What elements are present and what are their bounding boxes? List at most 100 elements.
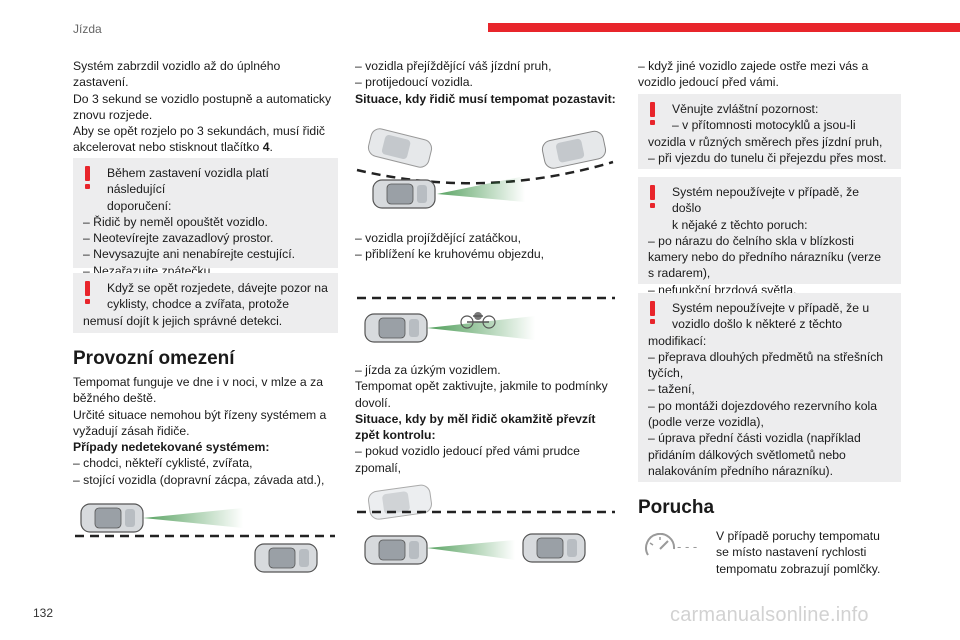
car-top-view-icon (522, 533, 586, 563)
text-line: vozidla v různých směrech přes jízdní pr… (648, 134, 883, 149)
cruise-control-fault-icon: - - - (645, 533, 697, 556)
text-line: – vozidla přejíždějící váš jízdní pruh, (355, 59, 552, 73)
text-line: – po montáži dojezdového rezervního kola (648, 398, 877, 413)
text-line: cyklisty, chodce a zvířata, protože (107, 297, 289, 312)
text-fragment: akcelerovat nebo stisknout tlačítko (73, 140, 263, 155)
col1-limits-body: Tempomat funguje ve dne i v noci, v mlze… (73, 374, 343, 488)
text-line: – úprava přední části vozidla (například (648, 431, 861, 446)
text-line: – protijedoucí vozidla. (355, 75, 473, 90)
text-line: přidáním dálkových světlometů nebo (648, 447, 846, 462)
warning-box-modifications: Systém nepoužívejte v případě, že u vozi… (638, 293, 901, 482)
text-line: s radarem), (648, 266, 711, 281)
lane-marking (356, 160, 614, 185)
text-line: dovolí. (355, 395, 391, 410)
text-line: Systém nepoužívejte v případě, že u (672, 301, 870, 315)
col2-top: – vozidla přejíždějící váš jízdní pruh, … (355, 58, 620, 107)
car-top-view-icon (80, 503, 144, 533)
text-line: (podle verze vozidla), (648, 415, 764, 430)
warning-box-restart: Když se opět rozjedete, dávejte pozor na… (73, 273, 338, 333)
text-line: – pokud vozidlo jedoucí před vámi prudce (355, 444, 580, 459)
speed-placeholder-dashes: - - - (677, 539, 697, 554)
text-line: – Řidič by neměl opouštět vozidlo. (83, 214, 268, 229)
text-line: Situace, kdy by měl řidič okamžitě převz… (355, 411, 596, 426)
warning-exclamation-icon (649, 185, 657, 209)
radar-beam (427, 316, 535, 340)
illustration-sudden-braking (357, 484, 615, 565)
warning-exclamation-icon (84, 281, 92, 305)
section-heading-limits: Provozní omezení (73, 348, 235, 369)
text-line: Tempomat opět zaktivujte, jakmile to pod… (355, 379, 608, 394)
text-line: – přiblížení ke kruhovému objezdu, (355, 247, 545, 262)
text-line: V případě poruchy tempomatu (716, 529, 880, 543)
text-line: zpomalí, (355, 460, 402, 475)
illustration-curve (356, 128, 614, 209)
warning-box-attention: Věnujte zvláštní pozornost: – v přítomno… (638, 94, 901, 169)
text-line: Případy nedetekované systémem: (73, 440, 270, 455)
text-line: – stojící vozidla (dopravní zácpa, závad… (73, 472, 325, 487)
car-top-view-icon (372, 179, 436, 209)
col3-fault-text: V případě poruchy tempomatu se místo nas… (716, 528, 906, 577)
text-line: – Nevysazujte ani nenabírejte cestující. (83, 247, 296, 262)
text-line: Systém zabrzdil vozidlo až do úplného (73, 59, 281, 73)
page-number: 132 (33, 606, 54, 620)
text-line: akcelerovat nebo stisknout tlačítko 4. (73, 139, 338, 155)
text-line: Tempomat funguje ve dne i v noci, v mlze… (73, 375, 323, 389)
text-line: – v přítomnosti motocyklů a jsou-li (672, 118, 856, 133)
text-line: běžného deště. (73, 391, 157, 406)
car-top-view-icon (254, 543, 318, 573)
text-line: tyčích, (648, 366, 684, 381)
text-line: Situace, kdy řidič musí tempomat pozasta… (355, 91, 616, 106)
text-line: – při vjezdu do tunelu či přejezdu přes … (648, 150, 887, 165)
text-line: – po nárazu do čelního skla v blízkosti (648, 233, 854, 248)
text-line: – chodci, někteří cyklisté, zvířata, (73, 456, 253, 471)
illustration-stationary-vehicle (75, 503, 335, 573)
radar-beam (143, 508, 243, 528)
warning-exclamation-icon (649, 102, 657, 126)
warning-exclamation-icon (649, 301, 657, 325)
header-accent-bar (488, 23, 960, 32)
radar-beam (437, 176, 525, 202)
header-section-title: Jízda (73, 22, 102, 36)
col3-top: – když jiné vozidlo zajede ostře mezi vá… (638, 58, 903, 91)
text-line: – tažení, (648, 382, 695, 397)
text-line: vyžadují zásah řidiče. (73, 423, 190, 438)
car-top-view-icon (541, 130, 607, 169)
col1-intro: Systém zabrzdil vozidlo až do úplného za… (73, 58, 338, 156)
radar-beam (427, 540, 515, 560)
text-line: vozidlo jedoucí před vámi. (638, 75, 779, 90)
warning-exclamation-icon (84, 166, 92, 190)
button-number: 4 (262, 140, 270, 155)
text-line: doporučení: (107, 198, 172, 213)
warning-box-stop: Během zastavení vozidla platí následujíc… (73, 158, 338, 278)
text-fragment: . (269, 140, 273, 155)
text-line: tempomatu zobrazují pomlčky. (716, 561, 881, 576)
text-line: Systém nepoužívejte v případě, že došlo (672, 185, 859, 216)
section-heading-fault: Porucha (638, 497, 715, 518)
text-line: zastavení. (73, 75, 129, 90)
text-line: znovu rozjede. (73, 107, 153, 122)
text-line: k nějaké z těchto poruch: (672, 217, 808, 232)
text-line: modifikací: (648, 333, 707, 348)
text-line: se místo nastavení rychlosti (716, 545, 867, 560)
car-top-view-icon (368, 484, 432, 520)
cyclist-icon (460, 312, 496, 329)
text-line: Do 3 sekund se vozidlo postupně a automa… (73, 91, 332, 106)
text-line: Určité situace nemohou být řízeny systém… (73, 407, 327, 422)
text-line: vozidlo došlo k některé z těchto (672, 317, 843, 332)
text-line: zpět kontrolu: (355, 428, 436, 443)
warning-box-faults: Systém nepoužívejte v případě, že došlo … (638, 177, 901, 297)
col2-narrow: – jízda za úzkým vozidlem. Tempomat opět… (355, 362, 620, 476)
text-line: Věnujte zvláštní pozornost: (672, 102, 819, 116)
text-line: – Neotevírejte zavazadlový prostor. (83, 231, 274, 246)
text-line: – přeprava dlouhých předmětů na střešníc… (648, 349, 884, 364)
text-line: Aby se opět rozjelo po 3 sekundách, musí… (73, 124, 326, 139)
illustration-narrow-vehicle (357, 296, 615, 343)
text-line: Když se opět rozjedete, dávejte pozor na (107, 281, 328, 295)
text-line: – vozidla projíždějící zatáčkou, (355, 231, 521, 245)
text-line: kamery nebo do předního nárazníku (verze (648, 250, 882, 265)
car-top-view-icon (367, 128, 433, 168)
col2-curve: – vozidla projíždějící zatáčkou, – přibl… (355, 230, 620, 263)
text-line: Během zastavení vozidla platí následujíc… (107, 166, 269, 197)
text-line: nemusí dojít k jejich správné detekci. (83, 313, 283, 328)
text-line: nalakováním předního nárazníku). (648, 463, 833, 478)
